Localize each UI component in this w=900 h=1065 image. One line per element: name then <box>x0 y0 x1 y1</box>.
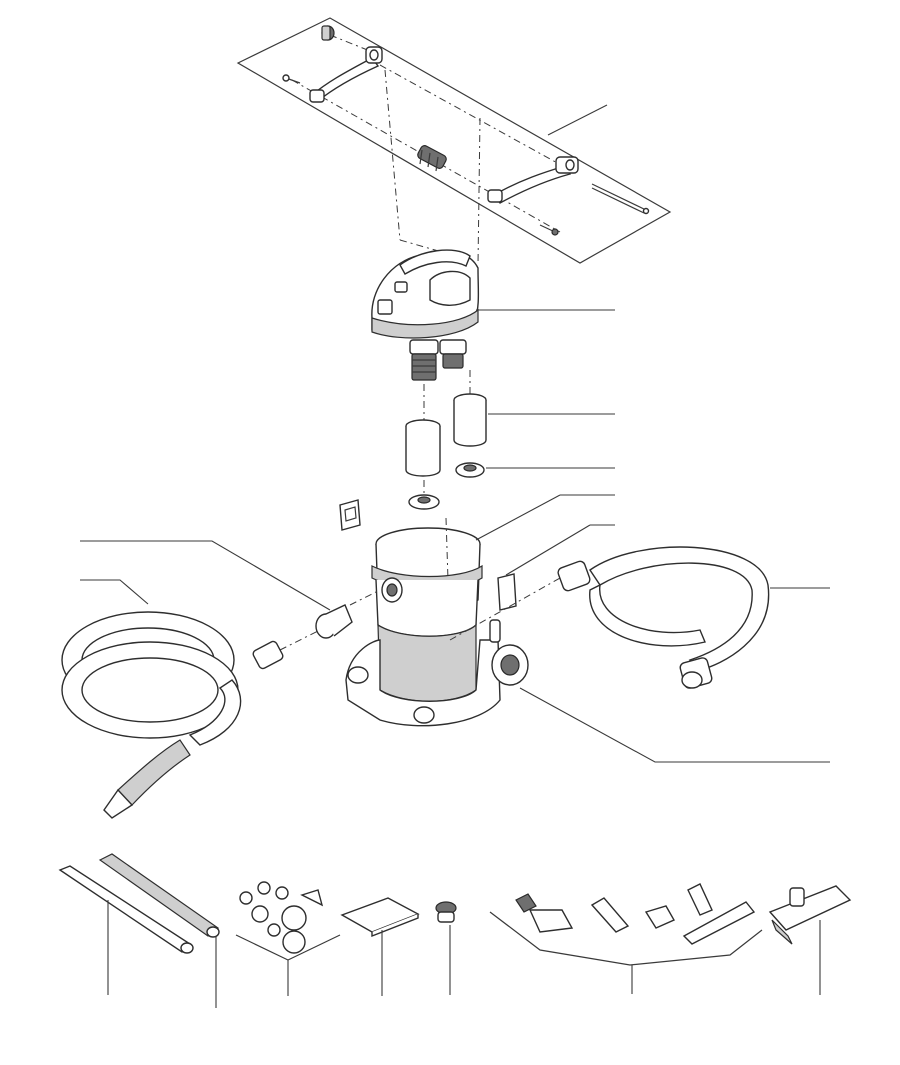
leader-line <box>80 579 149 605</box>
clip-bracket-left <box>339 499 361 531</box>
filter-cartridge-left <box>405 384 441 477</box>
handle-assembly-panel <box>236 17 672 264</box>
clip-bracket-right <box>497 524 615 611</box>
filter-gasket-right <box>455 462 615 478</box>
extension-tube-1 <box>58 865 194 995</box>
suction-hose-right <box>449 546 830 689</box>
nozzle-set <box>489 883 763 994</box>
handle-knob <box>321 25 335 41</box>
filter-cartridge-right <box>453 370 615 447</box>
handle-screw-left <box>282 74 301 84</box>
handle-arm-right <box>487 156 579 204</box>
leader-line <box>505 524 591 576</box>
assembly-line <box>399 239 471 261</box>
tank-container <box>345 494 830 763</box>
filter-bag <box>340 897 420 996</box>
assembly-line <box>477 117 481 266</box>
filter-gasket-left <box>408 480 440 510</box>
leader-line <box>475 494 561 541</box>
suction-hose-left <box>61 579 284 819</box>
inlet-adapter <box>80 540 381 651</box>
leader-line <box>547 104 608 136</box>
leader-line <box>80 540 331 611</box>
drain-cap <box>435 901 457 995</box>
motor-head <box>371 249 615 381</box>
seal-kit <box>235 881 341 996</box>
power-nozzle <box>768 885 852 995</box>
handle-screw-right <box>539 224 559 236</box>
handle-assembly-group <box>236 17 672 266</box>
handle-arm-left <box>309 46 383 103</box>
assembly-line <box>384 69 401 241</box>
handle-spring <box>417 145 447 172</box>
assembly-line <box>379 64 571 171</box>
extension-tube-2 <box>98 853 220 1008</box>
leader-line <box>519 687 830 763</box>
handle-pin <box>591 183 650 215</box>
